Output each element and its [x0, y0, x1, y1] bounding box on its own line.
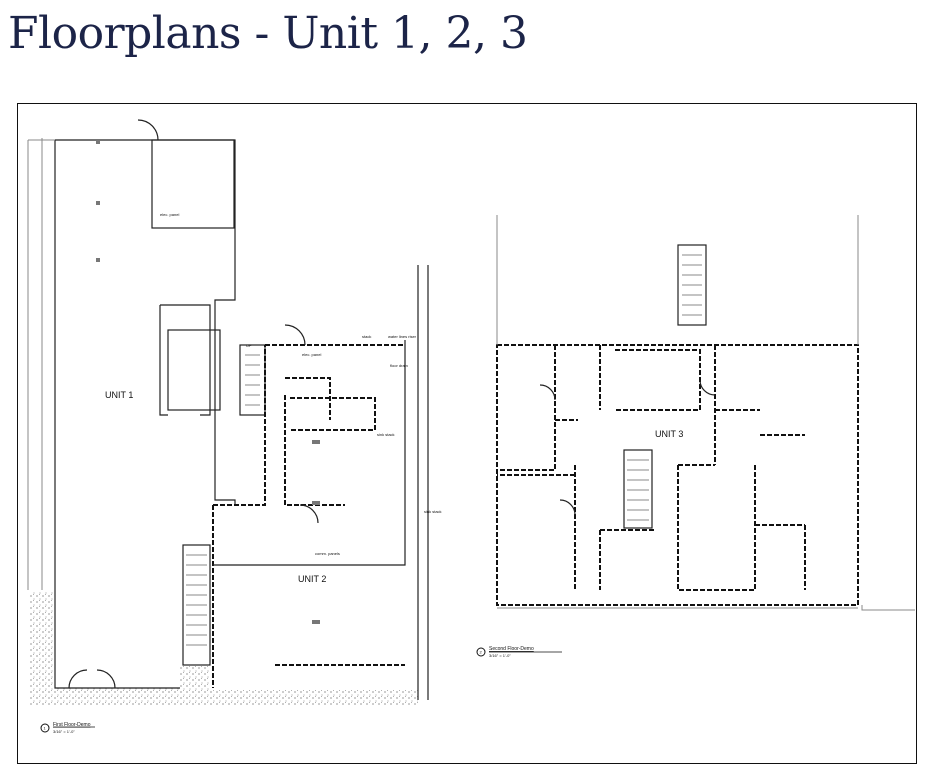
unit-3-walls — [496, 215, 915, 611]
second-floor-name: Second Floor-Demo — [489, 646, 534, 652]
hatched-exterior — [30, 592, 418, 705]
unit-2-walls — [212, 265, 429, 700]
note-sink-stack-2: sink stack — [424, 509, 442, 514]
drawing-frame — [17, 103, 917, 764]
note-comm-panels: comm. panels — [315, 551, 340, 556]
note-water-riser: water lines riser — [388, 334, 417, 339]
note-stack: stack — [362, 334, 371, 339]
second-floor-number: 2 — [480, 650, 483, 655]
page-title: Floorplans - Unit 1, 2, 3 — [8, 8, 528, 59]
unit-1-walls — [27, 119, 266, 689]
first-floor-caption: 1 First Floor-Demo 3/16" = 1'-0" — [40, 722, 95, 734]
note-floor-drain: floor drain — [390, 363, 408, 368]
first-floor-number: 1 — [44, 726, 47, 731]
note-up: UP — [246, 343, 252, 348]
second-floor-caption: 2 Second Floor-Demo 3/16" = 1'-0" — [476, 646, 562, 658]
unit-1-label: UNIT 1 — [105, 390, 133, 400]
unit-2-label: UNIT 2 — [298, 574, 326, 584]
note-elec-panel: elec. panel — [160, 212, 179, 217]
note-elec-panel-2: elec. panel — [302, 352, 321, 357]
unit-3-label: UNIT 3 — [655, 429, 683, 439]
note-sink-stack: sink stack — [377, 432, 395, 437]
first-floor-name: First Floor-Demo — [53, 722, 91, 728]
second-floor-scale: 3/16" = 1'-0" — [489, 653, 511, 658]
first-floor-scale: 3/16" = 1'-0" — [53, 729, 75, 734]
